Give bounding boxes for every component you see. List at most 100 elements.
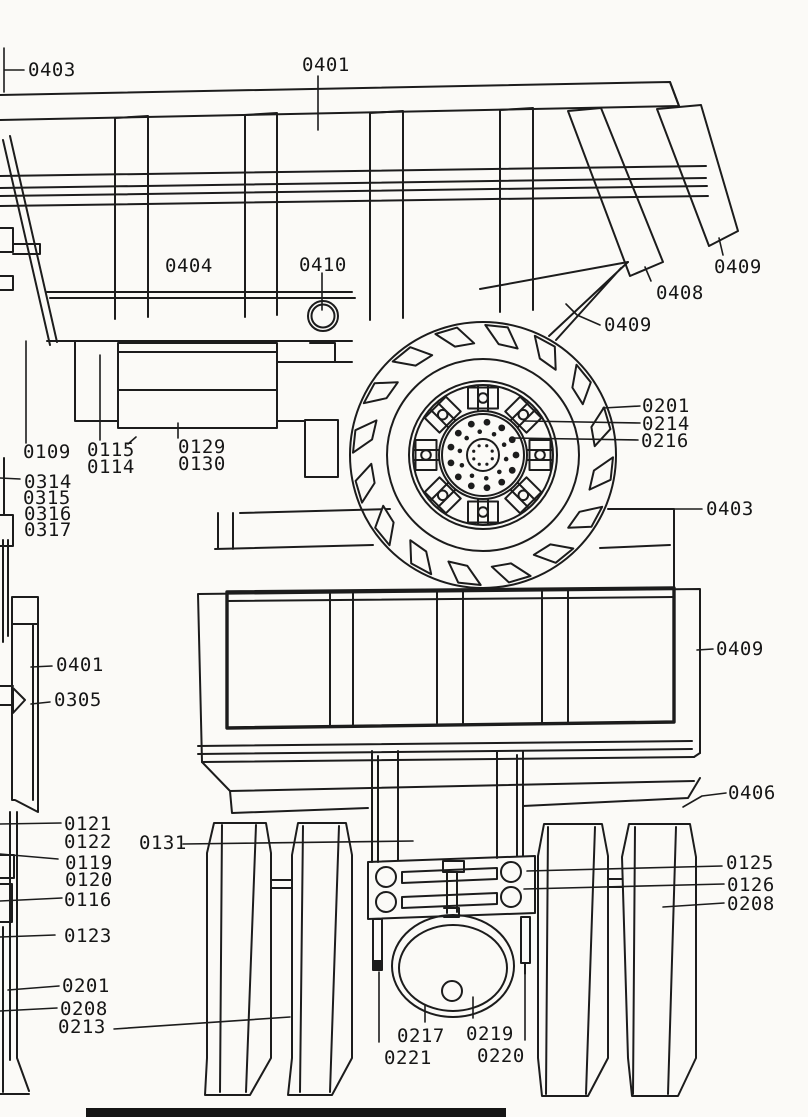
part-label-0401-top: 0401 <box>302 54 350 76</box>
part-label-0409-panel: 0409 <box>716 638 764 660</box>
part-label-0410: 0410 <box>299 254 347 276</box>
part-label-0201-bottom: 0201 <box>62 975 110 997</box>
bed-side-rails <box>0 165 709 207</box>
shock-arm-right <box>520 916 531 975</box>
part-label-0401-left: 0401 <box>56 654 104 676</box>
bed-top-rail <box>0 81 680 121</box>
leader-0409-panel <box>696 648 714 651</box>
part-label-0217: 0217 <box>397 1025 445 1047</box>
leaders-bottom-left <box>0 985 291 1030</box>
leader-0409-right <box>718 237 724 256</box>
part-label-0213: 0213 <box>58 1016 106 1038</box>
bed-floor-slope <box>479 261 629 290</box>
cab-brackets <box>0 227 41 291</box>
axle-bracket-bolt <box>500 861 522 883</box>
part-label-0123: 0123 <box>64 925 112 947</box>
part-label-0305: 0305 <box>54 689 102 711</box>
axle-housing-outer <box>391 914 515 1018</box>
rear-view-drawing <box>197 586 701 1097</box>
valve-bracket <box>276 342 353 363</box>
bed-rib-slanted-1 <box>567 107 664 277</box>
axle-bracket-center <box>442 860 465 918</box>
shock-arm-left-tip <box>372 960 383 971</box>
bed-rib-1 <box>114 115 149 320</box>
part-label-0115: 0115 <box>87 439 135 461</box>
shock-arm-left <box>372 918 383 963</box>
axle-housing-inner <box>398 924 508 1012</box>
profile-upper-edge <box>2 539 9 643</box>
ring-0410-outer <box>307 300 339 332</box>
leaders-wheel-hub <box>511 405 641 441</box>
part-label-0406: 0406 <box>728 782 776 804</box>
part-label-0221: 0221 <box>384 1047 432 1069</box>
leaders-rear-right-wheels <box>523 865 725 908</box>
bed-floor <box>46 291 356 299</box>
leader-0408 <box>644 266 652 282</box>
part-label-0409-right: 0409 <box>714 256 762 278</box>
part-label-0129: 0129 <box>178 436 226 458</box>
rear-tire-2 <box>287 822 353 1096</box>
part-label-0114: 0114 <box>87 456 135 478</box>
part-label-0403-top: 0403 <box>28 59 76 81</box>
part-label-0208-right: 0208 <box>727 893 775 915</box>
ring-0410-inner <box>310 303 336 329</box>
leader-0406 <box>682 792 727 808</box>
rear-tire-4 <box>621 823 697 1097</box>
leaders-axle <box>378 971 526 1043</box>
rear-frame-left <box>214 508 391 550</box>
rear-tire-1 <box>204 822 272 1096</box>
profile-strip <box>11 623 39 813</box>
bed-rib-slanted-2 <box>656 104 739 247</box>
front-wheel-generated <box>349 321 617 589</box>
bed-front-wall <box>2 135 58 346</box>
part-label-0120: 0120 <box>65 869 113 891</box>
rear-body-panel <box>225 586 676 730</box>
rear-body-panel-rim <box>226 596 675 602</box>
leader-0409-diag <box>565 303 601 326</box>
part-label-0201-wheel: 0201 <box>642 395 690 417</box>
axle-drain-plug <box>441 980 463 1002</box>
bed-rib-3 <box>369 110 404 321</box>
profile-top-box <box>11 596 39 625</box>
part-label-0126: 0126 <box>727 874 775 896</box>
part-label-0109: 0109 <box>23 441 71 463</box>
part-label-0404: 0404 <box>165 255 213 277</box>
part-label-0220: 0220 <box>477 1045 525 1067</box>
leader-0403-top <box>3 47 25 93</box>
part-labels: 0403 0401 0404 0410 0409 0408 0409 0109 … <box>23 54 776 1069</box>
suspension-post-right <box>496 750 524 859</box>
hoist-brace <box>548 261 629 341</box>
part-label-0122: 0122 <box>64 831 112 853</box>
part-label-0403-mid: 0403 <box>706 498 754 520</box>
leaders-chassis <box>0 340 179 480</box>
part-label-0125: 0125 <box>726 852 774 874</box>
leader-0131 <box>182 840 414 845</box>
part-label-0130: 0130 <box>178 453 226 475</box>
rear-body-shell <box>197 588 701 763</box>
bed-top-rail-end <box>669 81 680 107</box>
scan-edge-artifact <box>86 1108 506 1117</box>
part-label-0409-diag: 0409 <box>604 314 652 336</box>
part-label-0119: 0119 <box>65 852 113 874</box>
part-label-0316: 0316 <box>24 503 72 525</box>
rear-frame-right <box>599 508 675 589</box>
leaders-left-profile <box>30 665 53 705</box>
leaders-rear-left <box>0 822 63 938</box>
hoist-mount <box>304 419 339 478</box>
chassis-frame <box>46 340 353 422</box>
left-profile-drawing <box>0 457 39 1095</box>
part-label-0314: 0314 <box>24 471 72 493</box>
part-label-0408: 0408 <box>656 282 704 304</box>
side-view-drawing <box>0 81 739 589</box>
rear-tire-3 <box>537 823 609 1097</box>
axle-bracket <box>367 855 536 920</box>
part-label-0121: 0121 <box>64 813 112 835</box>
profile-upper-bracket <box>0 457 14 547</box>
tire-spacer-left <box>270 879 293 889</box>
axle-bracket-bolt <box>375 891 397 913</box>
profile-pointer <box>0 685 26 714</box>
axle-bracket-slots <box>401 867 498 909</box>
profile-lower-brackets <box>0 854 15 923</box>
